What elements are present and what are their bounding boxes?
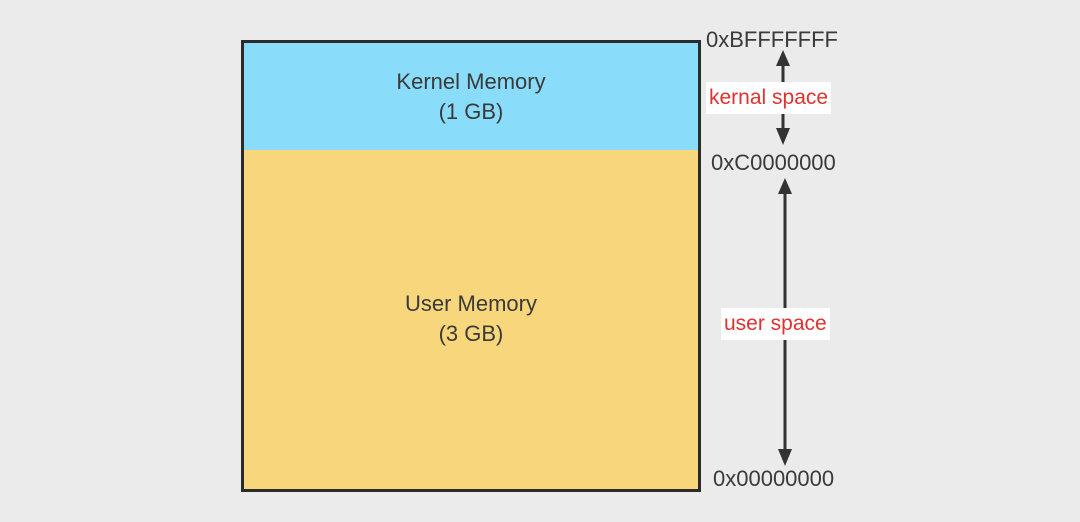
user-memory-label: User Memory (3 GB) (244, 289, 698, 349)
user-memory-size: (3 GB) (438, 321, 504, 346)
user-memory-block: User Memory (3 GB) (241, 150, 701, 492)
kernel-memory-name: Kernel Memory (396, 69, 546, 94)
kernel-space-label: kernal space (706, 82, 832, 114)
user-space-arrow-up-head (778, 178, 792, 194)
user-memory-name: User Memory (404, 291, 537, 316)
kernel-memory-block: Kernel Memory (1 GB) (241, 40, 701, 153)
user-space-arrow-down-head (778, 449, 792, 466)
address-bottom: 0x00000000 (713, 466, 835, 491)
kernel-memory-size: (1 GB) (438, 99, 504, 124)
kernel-space-arrow-up-head (776, 50, 790, 66)
kernel-memory-label: Kernel Memory (1 GB) (244, 67, 698, 127)
kernel-space-arrow-down-head (776, 128, 790, 145)
address-top: 0xBFFFFFFF (706, 27, 838, 52)
user-space-label: user space (721, 308, 830, 340)
address-middle: 0xC0000000 (711, 150, 836, 175)
